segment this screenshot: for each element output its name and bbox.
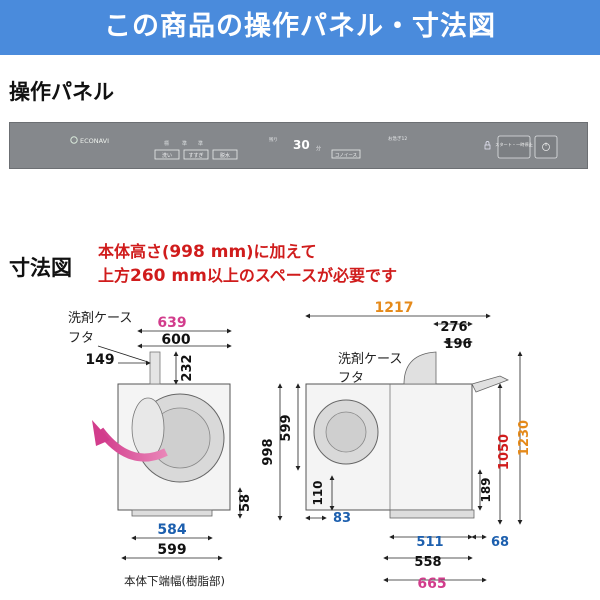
led-label: 準: [198, 140, 203, 147]
dim-665: 665: [417, 576, 446, 592]
dim-558: 558: [414, 555, 441, 570]
header-banner: この商品の操作パネル・寸法図: [0, 0, 600, 55]
page-title: この商品の操作パネル・寸法図: [104, 11, 496, 42]
dim-196: 196: [444, 337, 471, 352]
display-prefix: 残り: [269, 136, 278, 143]
operation-panel: ECONAVI 標 準 準 洗い すすぎ 脱水 残り 30 分 コノイース お急…: [9, 122, 588, 169]
dim-998: 998: [261, 438, 276, 465]
wash-button[interactable]: 洗い: [154, 149, 180, 160]
dims-section-title: 寸法図: [9, 256, 72, 280]
side-case-callout: 洗剤ケース: [338, 351, 402, 367]
dim-511: 511: [416, 535, 443, 550]
time-display: 30: [293, 138, 310, 152]
led-label: 準: [182, 140, 187, 147]
dim-599-front: 599: [157, 542, 186, 558]
econavi-logo: ECONAVI: [80, 137, 109, 145]
dim-276: 276: [440, 320, 467, 335]
dim-149: 149: [85, 352, 114, 368]
front-case-callout: 洗剤ケース: [68, 310, 132, 326]
dim-189: 189: [479, 477, 493, 502]
dim-83: 83: [333, 511, 351, 526]
dim-1230: 1230: [517, 420, 532, 456]
svg-text:脱水: 脱水: [220, 152, 230, 159]
course-select-button[interactable]: コノイース: [331, 149, 361, 159]
dim-600: 600: [161, 332, 190, 348]
side-lid-callout: フタ: [338, 371, 364, 386]
spin-button[interactable]: 脱水: [212, 149, 238, 160]
dim-639: 639: [157, 315, 186, 331]
dim-1217: 1217: [375, 300, 414, 316]
time-unit: 分: [316, 145, 321, 152]
dim-584: 584: [157, 522, 186, 538]
detergent-lid: [149, 351, 161, 385]
panel-section-title: 操作パネル: [9, 80, 114, 104]
svg-text:洗い: 洗い: [162, 152, 172, 159]
dim-68: 68: [491, 535, 509, 550]
height-notice-line1: 本体高さ(998 mm)に加えて: [98, 242, 317, 262]
quick-course-label: お急ぎ12: [388, 135, 407, 142]
dim-232: 232: [180, 354, 195, 381]
power-button[interactable]: [534, 135, 558, 159]
start-pause-button[interactable]: スタート・一時停止: [495, 135, 533, 159]
front-lid-callout: フタ: [68, 331, 94, 346]
bottom-width-caption: 本体下端幅(樹脂部): [124, 574, 225, 588]
side-view: 洗剤ケース フタ 1217 276 196 599 998 110 83 189…: [261, 300, 532, 592]
dim-599-side: 599: [279, 414, 294, 441]
side-detergent-lid: [403, 351, 437, 385]
height-notice-line2: 上方260 mm以上のスペースが必要です: [98, 266, 397, 286]
econavi-leaf-icon: [70, 136, 78, 144]
svg-text:コノイース: コノイース: [335, 153, 358, 159]
led-label: 標: [164, 140, 169, 147]
svg-text:スタート・一時停止: スタート・一時停止: [495, 141, 533, 148]
dim-1050: 1050: [497, 434, 512, 470]
lock-icon: [484, 141, 491, 150]
svg-text:すすぎ: すすぎ: [188, 152, 203, 159]
dim-110: 110: [311, 480, 325, 505]
rinse-button[interactable]: すすぎ: [183, 149, 209, 160]
front-view: 洗剤ケース フタ 639 600 149 232 58 584 599 本体下端…: [68, 310, 253, 588]
dim-58: 58: [238, 494, 253, 512]
